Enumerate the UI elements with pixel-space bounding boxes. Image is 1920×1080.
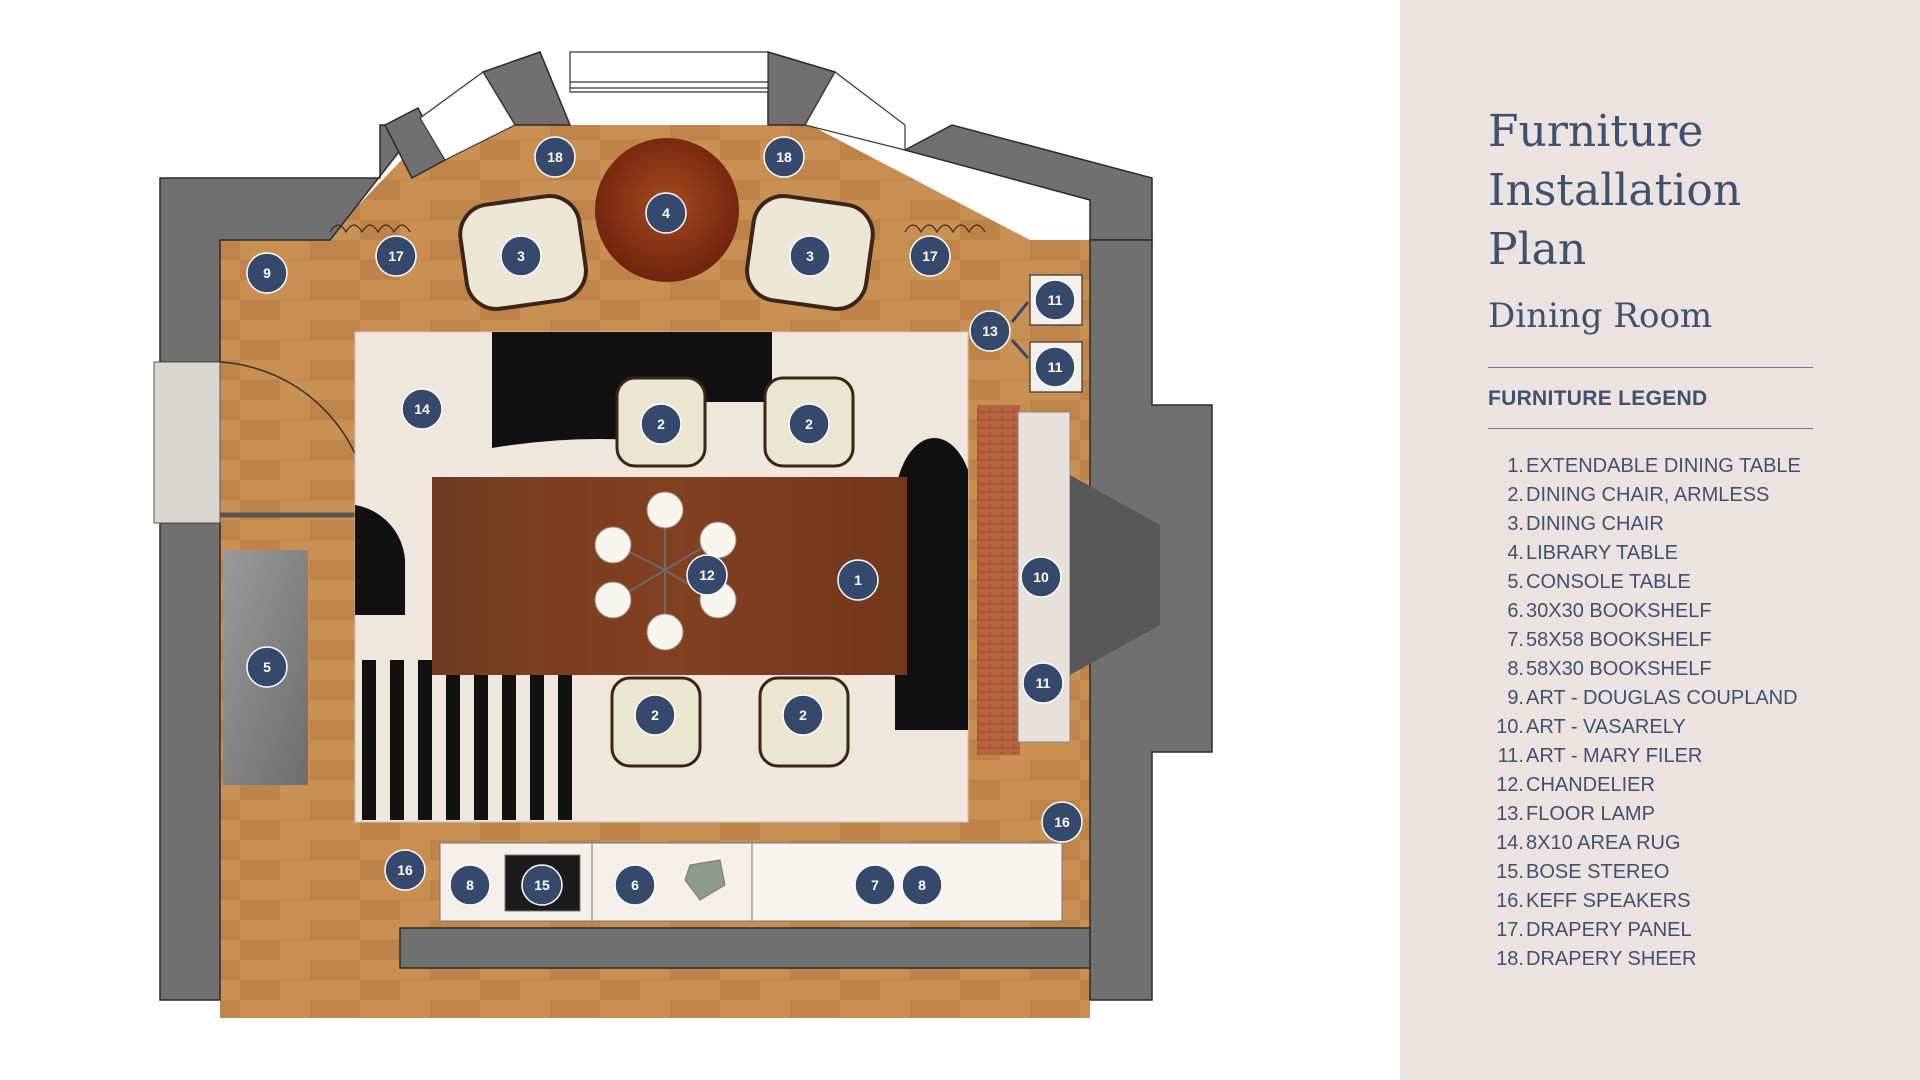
marker-2c: 2: [634, 694, 676, 736]
bay-windows: [419, 51, 906, 161]
marker-10: 10: [1020, 556, 1062, 598]
title-line-1: Furniture: [1488, 106, 1704, 157]
lamp-arrow-b: [1010, 339, 1030, 359]
bookshelf-decor: [684, 859, 726, 901]
divider-top: [1488, 367, 1813, 368]
marker-9: 9: [246, 252, 288, 294]
svg-text:2: 2: [657, 416, 665, 432]
marker-2d: 2: [782, 694, 824, 736]
legend-item: 2.DINING CHAIR, ARMLESS: [1507, 484, 1770, 506]
title-line-3: Plan: [1488, 224, 1587, 275]
legend-item: 7.58X58 BOOKSHELF: [1507, 629, 1712, 651]
svg-text:18: 18: [776, 149, 792, 165]
marker-12: 12: [686, 554, 728, 596]
legend-item: 6.30X30 BOOKSHELF: [1507, 600, 1712, 622]
svg-text:9: 9: [263, 265, 271, 281]
svg-text:8: 8: [466, 877, 474, 893]
marker-3b: 3: [789, 235, 831, 277]
marker-16a: 16: [384, 849, 426, 891]
fireplace: [1070, 475, 1160, 675]
marker-13: 13: [969, 310, 1011, 352]
marker-11a: 11: [1034, 279, 1076, 321]
legend-item: 18.DRAPERY SHEER: [1496, 948, 1697, 970]
legend-heading: FURNITURE LEGEND: [1488, 387, 1708, 410]
legend-item: 12.CHANDELIER: [1496, 774, 1655, 796]
legend-item: 14.8X10 AREA RUG: [1496, 832, 1681, 854]
svg-text:16: 16: [397, 862, 413, 878]
marker-5: 5: [246, 646, 288, 688]
marker-4: 4: [645, 192, 687, 234]
svg-text:1: 1: [854, 572, 862, 588]
svg-text:2: 2: [805, 416, 813, 432]
legend-item: 4.LIBRARY TABLE: [1507, 542, 1678, 564]
drapery: [329, 224, 986, 234]
svg-text:5: 5: [263, 659, 271, 675]
legend-item: 8.58X30 BOOKSHELF: [1507, 658, 1712, 680]
svg-text:4: 4: [662, 205, 670, 221]
svg-text:6: 6: [631, 877, 639, 893]
svg-text:3: 3: [517, 248, 525, 264]
divider-bottom: [1488, 428, 1813, 429]
brick-hearth: [977, 405, 1020, 755]
marker-14: 14: [401, 388, 443, 430]
marker-17b: 17: [909, 235, 951, 277]
marker-16b: 16: [1041, 801, 1083, 843]
svg-text:16: 16: [1054, 814, 1070, 830]
marker-2a: 2: [640, 403, 682, 445]
marker-18a: 18: [534, 136, 576, 178]
room-subtitle: Dining Room: [1488, 296, 1713, 336]
svg-text:12: 12: [699, 567, 715, 583]
wall-left-bottom: [159, 522, 221, 1001]
marker-17a: 17: [375, 235, 417, 277]
legend-item: 9.ART - DOUGLAS COUPLAND: [1507, 687, 1798, 709]
svg-text:15: 15: [534, 877, 550, 893]
svg-text:11: 11: [1036, 675, 1051, 691]
title-line-2: Installation: [1488, 165, 1742, 216]
marker-8b: 8: [901, 864, 943, 906]
legend-item: 5.CONSOLE TABLE: [1507, 571, 1691, 593]
furniture-legend: 1.EXTENDABLE DINING TABLE 2.DINING CHAIR…: [1488, 452, 1801, 974]
svg-text:18: 18: [547, 149, 563, 165]
svg-text:17: 17: [922, 248, 938, 264]
wall-bottom: [399, 927, 1091, 969]
svg-text:11: 11: [1048, 359, 1063, 375]
sidebar: Furniture Installation Plan Dining Room …: [1400, 0, 1920, 1080]
lamp-arrow-a: [1010, 301, 1030, 323]
marker-3a: 3: [500, 235, 542, 277]
marker-6: 6: [614, 864, 656, 906]
marker-1: 1: [837, 559, 879, 601]
legend-item: 16.KEFF SPEAKERS: [1496, 890, 1691, 912]
legend-item: 10.ART - VASARELY: [1496, 716, 1686, 738]
legend-item: 17.DRAPERY PANEL: [1496, 919, 1692, 941]
marker-18b: 18: [763, 136, 805, 178]
svg-text:3: 3: [806, 248, 814, 264]
marker-7: 7: [854, 864, 896, 906]
svg-text:2: 2: [651, 707, 659, 723]
svg-text:14: 14: [414, 401, 430, 417]
page-title: Furniture Installation Plan: [1488, 102, 1888, 279]
door-opening-left: [153, 361, 221, 524]
svg-text:8: 8: [918, 877, 926, 893]
svg-text:10: 10: [1033, 569, 1049, 585]
legend-item: 3.DINING CHAIR: [1507, 513, 1664, 535]
legend-item: 13.FLOOR LAMP: [1496, 803, 1655, 825]
svg-text:13: 13: [982, 323, 998, 339]
legend-item: 15.BOSE STEREO: [1496, 861, 1670, 883]
svg-text:17: 17: [388, 248, 404, 264]
legend-item: 11.ART - MARY FILER: [1497, 745, 1703, 767]
marker-11c: 11: [1022, 662, 1064, 704]
marker-11b: 11: [1034, 346, 1076, 388]
svg-text:7: 7: [871, 877, 879, 893]
floor-plan: 1 2 2 2 2 3 3 4 5 6 7 8 8 9 10 11 11 11 …: [153, 50, 1213, 1018]
svg-text:2: 2: [799, 707, 807, 723]
legend-item: 1.EXTENDABLE DINING TABLE: [1507, 455, 1801, 477]
marker-2b: 2: [788, 403, 830, 445]
marker-15: 15: [521, 864, 563, 906]
svg-text:11: 11: [1048, 292, 1063, 308]
marker-8a: 8: [449, 864, 491, 906]
